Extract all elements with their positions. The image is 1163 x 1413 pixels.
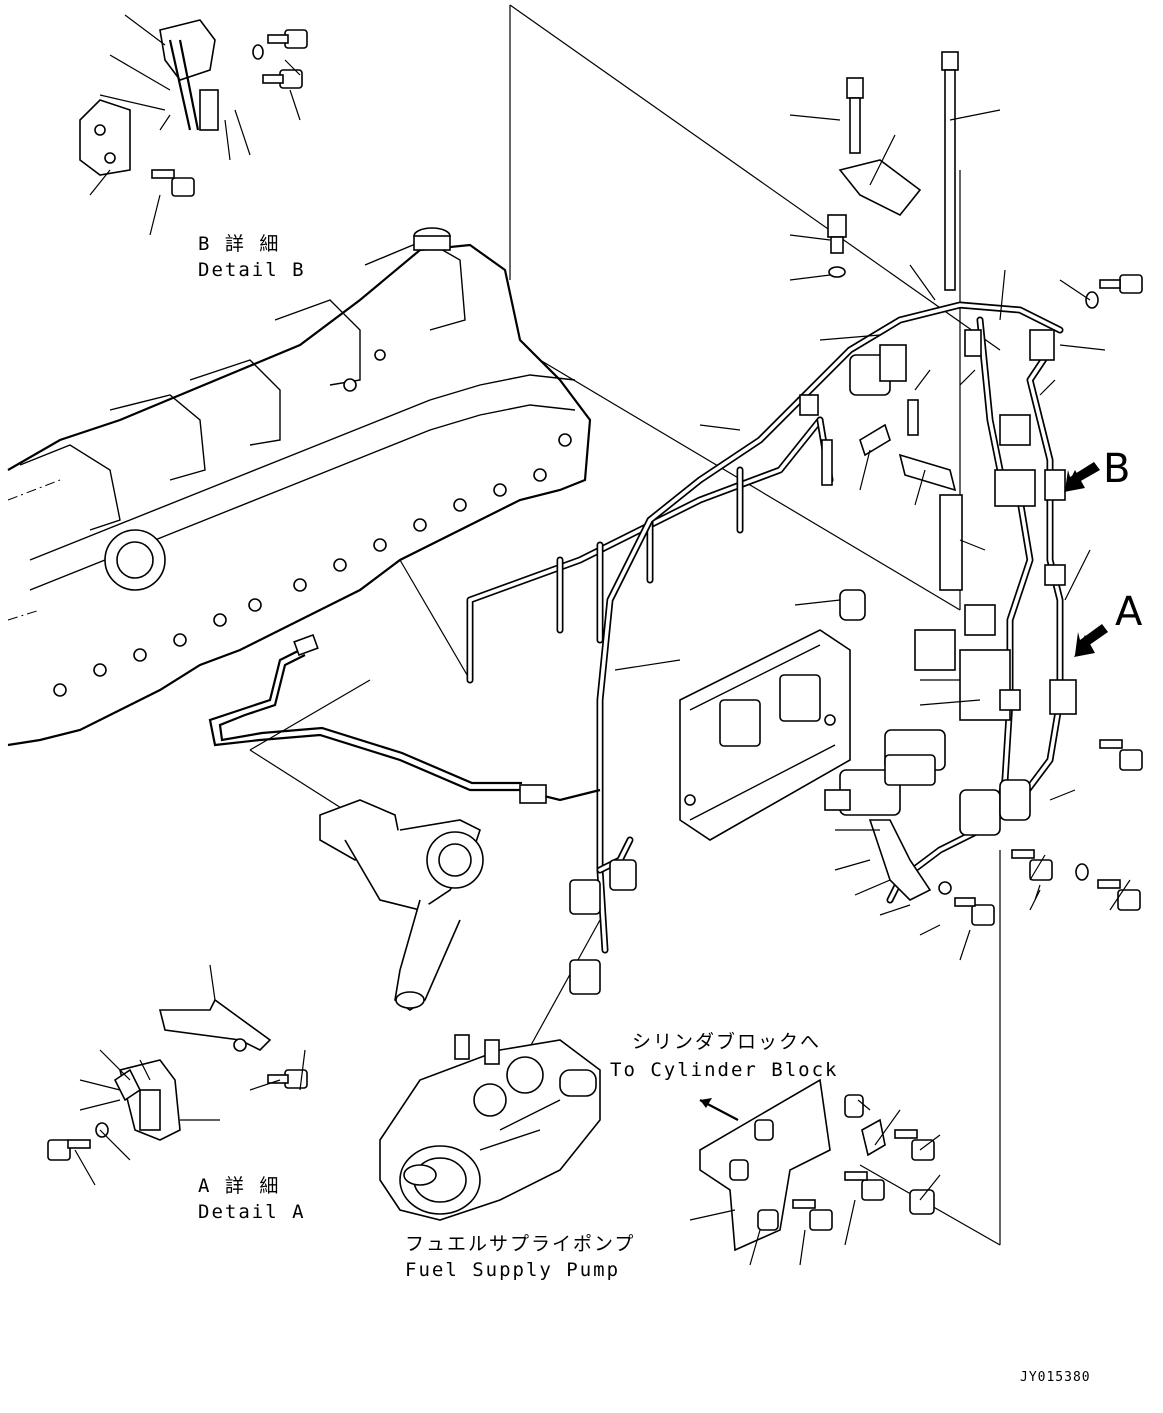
sensor-cable xyxy=(208,633,601,804)
detail-a-label-en: Detail A xyxy=(198,1201,306,1223)
part-leaders xyxy=(614,109,1131,1266)
detail-a-label-jp: A 詳 細 xyxy=(198,1175,280,1197)
detail-b-label-jp: B 詳 細 xyxy=(198,233,280,255)
detail-b-label-en: Detail B xyxy=(198,259,306,281)
relay-cluster xyxy=(824,729,1031,901)
long-bolts xyxy=(821,51,963,621)
intake-throttle-body xyxy=(319,799,484,1011)
view-arrow-a xyxy=(1074,624,1108,657)
head-bolt-row xyxy=(53,433,572,697)
fuel-pump-label-en: Fuel Supply Pump xyxy=(405,1259,620,1281)
detail-b-inset xyxy=(79,14,308,236)
pump-connectors xyxy=(569,859,637,995)
ecu-module xyxy=(679,629,851,841)
fuel-supply-pump xyxy=(379,1034,601,1221)
harness-clamps xyxy=(799,329,1077,721)
to-cylinder-label-en: To Cylinder Block xyxy=(610,1059,838,1081)
fuel-pump-label-jp: フュエルサプライポンプ xyxy=(405,1233,635,1255)
view-a-letter: A xyxy=(1115,589,1143,635)
cylinder-block-bracket xyxy=(699,1078,935,1252)
reference-leaders xyxy=(249,4,1001,1246)
detail-a-inset xyxy=(47,964,308,1186)
view-b-letter: B xyxy=(1103,446,1130,492)
to-cylinder-label-jp: シリンダブロックへ xyxy=(632,1030,821,1053)
view-arrow-b xyxy=(1064,462,1100,492)
bolts-washers xyxy=(938,274,1143,926)
text-labels: B 詳 細 Detail B A 詳 細 Detail A シリンダブロックへ … xyxy=(198,233,1143,1385)
drawing-code: JY015380 xyxy=(1020,1370,1091,1385)
engine-cylinder-head xyxy=(7,227,592,747)
